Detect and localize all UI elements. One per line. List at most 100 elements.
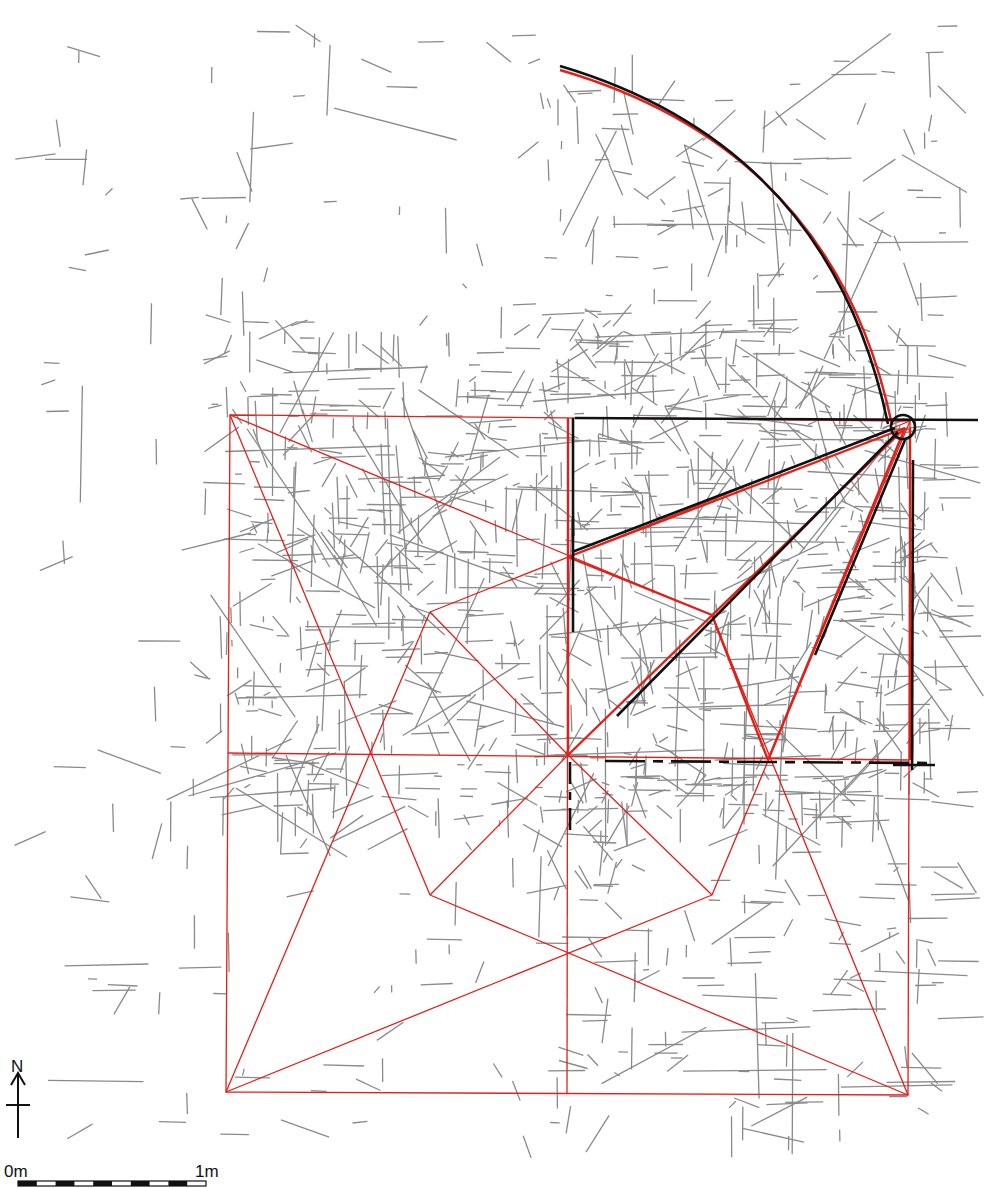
incised-line [241,744,248,775]
incised-line [680,809,681,843]
incised-line [466,614,475,616]
incised-line [419,390,519,458]
incised-line [476,962,484,983]
scale-bar [18,1181,206,1186]
incised-line [251,736,252,759]
incised-line [461,788,477,789]
incised-line [501,654,503,669]
incised-line [15,154,55,159]
incised-line [698,688,721,689]
incised-line [734,937,775,939]
incised-line [83,149,87,185]
incised-line [705,403,707,430]
incised-line [383,391,392,408]
incised-line [536,473,538,511]
incised-line [829,374,856,376]
incised-line [537,738,581,740]
incised-line [660,608,661,652]
incised-line [742,738,787,740]
incised-line [906,440,908,460]
incised-line [277,635,290,637]
incised-line [44,362,60,364]
incised-line [931,1083,942,1091]
incised-line [759,275,784,276]
incised-line [232,754,273,755]
incised-line [664,353,672,354]
incised-line [249,699,250,705]
incised-line [564,85,576,103]
incised-line [224,788,234,799]
incised-line [321,532,347,568]
incised-line [741,635,782,636]
incised-line [868,579,896,580]
incised-line [736,509,738,534]
incised-line [607,514,622,516]
incised-line [904,477,937,478]
incised-line [518,677,534,679]
incised-line [630,563,651,565]
incised-line [739,559,750,571]
incised-line [655,745,673,753]
incised-line [512,490,522,532]
incised-line [755,584,770,627]
incised-line [653,418,681,452]
incised-line [527,885,567,893]
incised-line [840,709,866,725]
incised-line [265,748,267,767]
incised-line [844,721,846,747]
incised-line [659,737,668,743]
incised-line [275,320,304,352]
incised-line [583,1020,608,1022]
incised-line [879,953,881,971]
incised-line [924,428,936,430]
incised-line [567,359,569,404]
incised-line [353,1121,368,1123]
incised-line [467,392,469,403]
incised-line [661,220,674,222]
incised-line [939,689,952,691]
incised-line [943,467,978,469]
incised-line [742,202,746,236]
incised-line [792,851,821,853]
incised-line [634,953,636,990]
incised-line [344,681,346,796]
incised-line [696,301,711,319]
incised-line [457,719,478,721]
incised-line [924,133,926,149]
incised-line [246,710,258,712]
incised-line [931,573,953,602]
incised-line [597,313,631,314]
incised-line [685,565,687,589]
incised-line [67,47,100,57]
north-arrow [6,1073,30,1138]
incised-line [671,337,672,375]
incised-line [186,846,188,869]
incised-line [786,1035,788,1067]
incised-line [656,517,807,524]
incised-line [938,1017,984,1019]
incised-line [924,666,968,667]
incised-line [427,938,462,940]
incised-line [534,585,543,595]
incised-line [388,597,389,640]
incised-line [358,388,394,390]
incised-line [819,373,832,374]
incised-line [78,51,80,63]
incised-line [500,307,502,338]
incised-line [840,696,932,796]
incised-line [204,489,206,515]
incised-line [369,509,385,512]
incised-line [586,216,599,247]
incised-line [595,361,660,363]
incised-line [634,542,635,583]
incised-line [289,390,320,392]
incised-line [830,569,859,571]
incised-line [942,503,943,511]
incised-line [595,461,605,465]
incised-line [458,610,484,611]
incised-line [307,621,308,628]
incised-line [574,463,589,472]
incised-line [885,403,928,405]
incised-line [627,777,654,778]
